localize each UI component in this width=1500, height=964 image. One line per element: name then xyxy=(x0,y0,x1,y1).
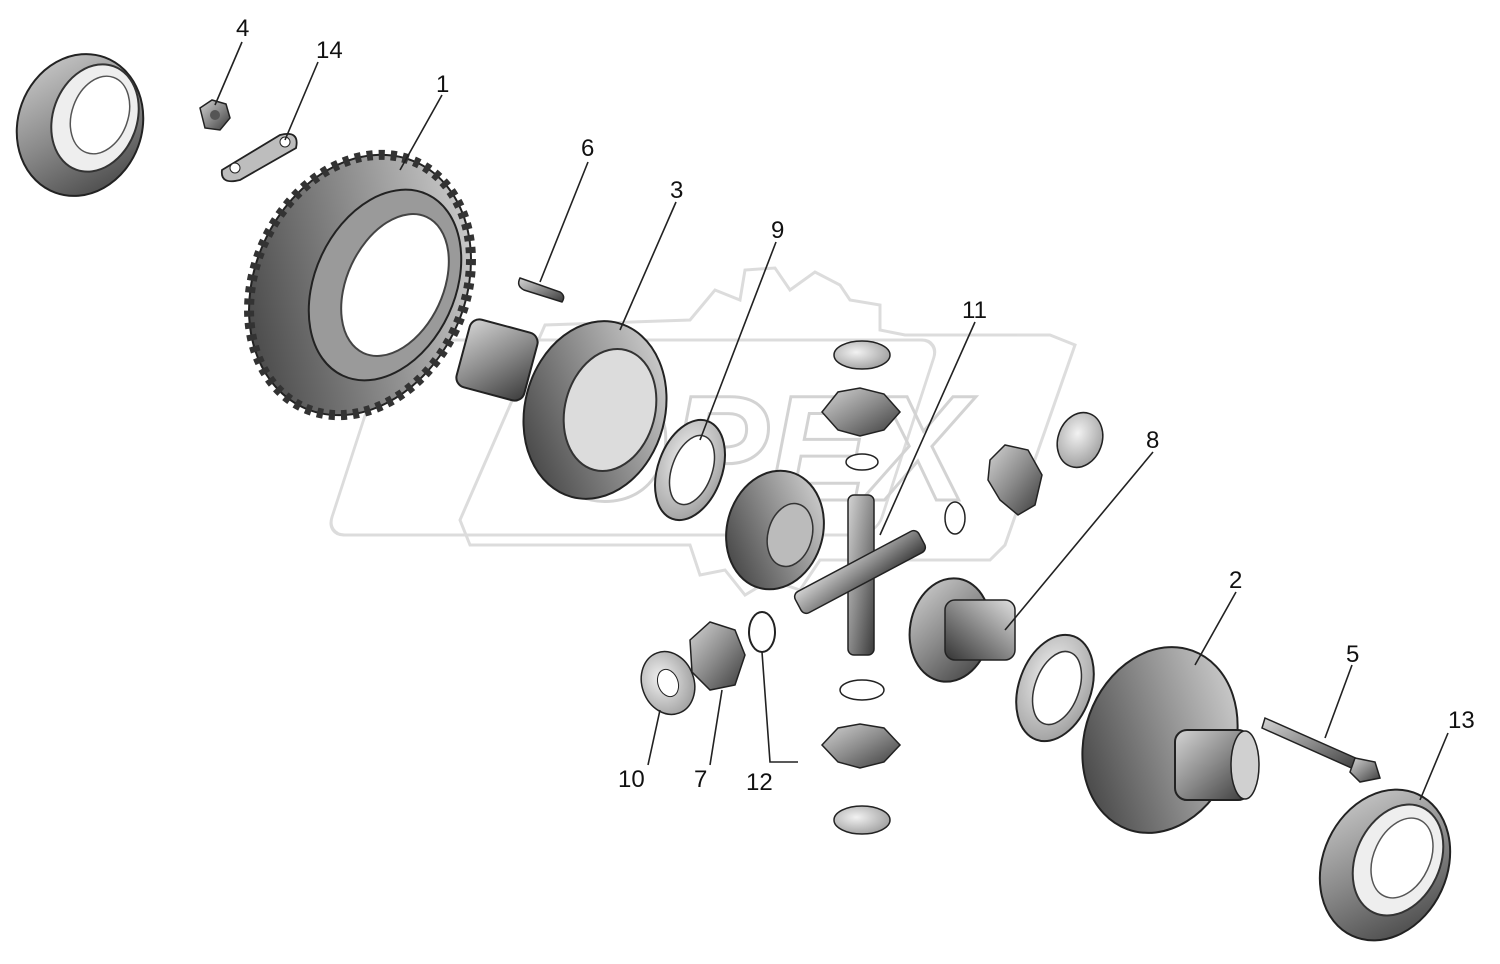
callout-5: 5 xyxy=(1346,641,1359,668)
part-side-gear-left xyxy=(725,469,825,591)
leader-12 xyxy=(761,651,798,763)
part-washer-bottom-1 xyxy=(839,679,885,701)
callout-9: 9 xyxy=(771,217,784,244)
part-washer-bottom-2 xyxy=(833,805,891,835)
leader-2 xyxy=(1194,591,1237,666)
leader-4 xyxy=(214,41,243,106)
part-bearing-right xyxy=(1318,788,1452,942)
leader-7 xyxy=(709,689,723,766)
leader-10 xyxy=(647,709,661,766)
part-ring-small-top xyxy=(845,453,879,471)
callout-3: 3 xyxy=(670,177,683,204)
leader-5 xyxy=(1324,664,1353,739)
leader-13 xyxy=(1419,732,1449,801)
callout-8: 8 xyxy=(1146,427,1159,454)
part-washer-10 xyxy=(640,650,696,716)
callout-labels: 4 14 1 6 3 9 11 8 2 5 13 10 7 12 xyxy=(236,15,1475,796)
part-washer-right xyxy=(1056,411,1104,469)
part-cross-spider xyxy=(793,494,927,656)
part-satellite-gear-7 xyxy=(689,621,746,691)
callout-13: 13 xyxy=(1448,707,1475,734)
part-nut xyxy=(199,99,231,131)
leader-14 xyxy=(284,61,319,141)
part-case-right xyxy=(1081,646,1260,834)
callout-14: 14 xyxy=(316,37,343,64)
leader-9 xyxy=(699,241,777,441)
part-satellite-gear-top xyxy=(821,387,902,437)
leader-11 xyxy=(879,321,976,536)
callout-12: 12 xyxy=(746,769,773,796)
part-case-left xyxy=(455,318,668,500)
callout-6: 6 xyxy=(581,135,594,162)
leader-3 xyxy=(619,201,677,331)
callout-11: 11 xyxy=(962,297,987,324)
callout-1: 1 xyxy=(436,71,449,98)
part-bearing-left xyxy=(15,53,145,197)
part-thrust-washer-right xyxy=(1015,633,1095,743)
leader-1 xyxy=(399,94,443,171)
watermark-frame xyxy=(329,338,937,537)
callout-7: 7 xyxy=(694,766,707,793)
leader-8 xyxy=(1004,451,1154,631)
watermark-gear-outline xyxy=(458,266,1077,597)
callout-2: 2 xyxy=(1229,567,1242,594)
part-washer-top xyxy=(833,340,891,370)
callout-4: 4 xyxy=(236,15,249,42)
part-thrust-washer-9 xyxy=(654,418,726,522)
callout-10: 10 xyxy=(618,766,645,793)
part-pin xyxy=(517,277,565,303)
part-ring-gear xyxy=(244,149,476,421)
part-bolt xyxy=(1261,716,1381,783)
part-ring-small-right xyxy=(944,501,966,535)
leader-lines xyxy=(214,41,1449,801)
part-satellite-gear-right xyxy=(987,444,1043,516)
part-ring-12 xyxy=(748,611,776,653)
part-lock-plate xyxy=(220,133,298,183)
leader-6 xyxy=(539,161,589,283)
part-side-gear-right xyxy=(908,577,1016,683)
part-satellite-gear-bottom xyxy=(820,723,902,769)
